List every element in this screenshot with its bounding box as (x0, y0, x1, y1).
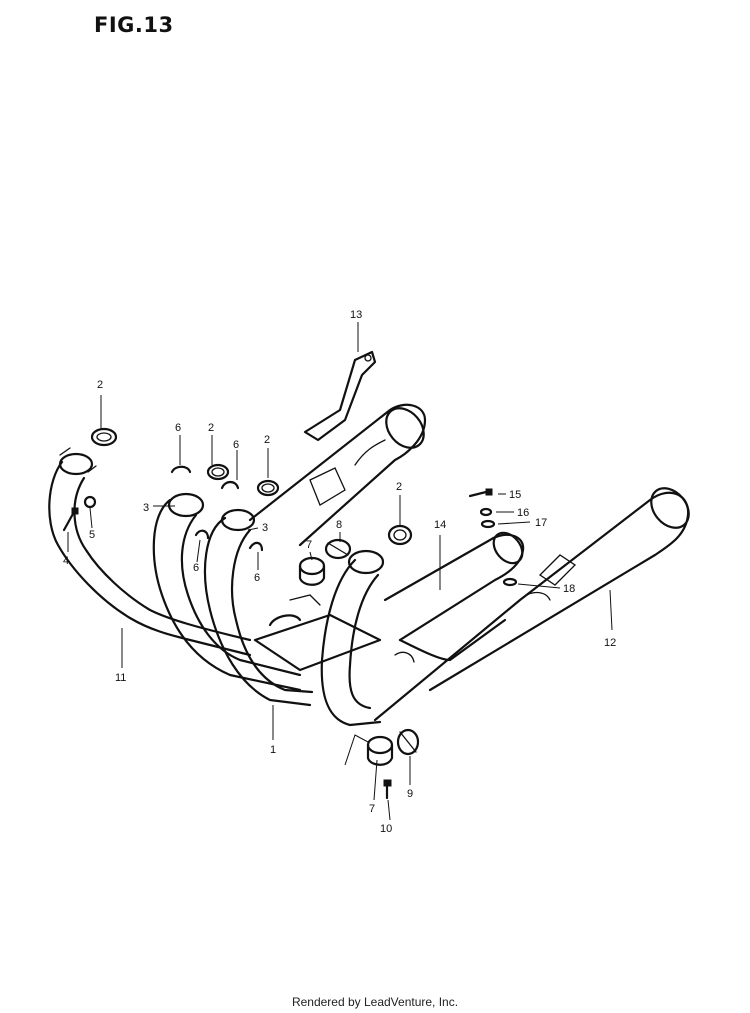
bolt-18 (502, 577, 518, 587)
half-ring-6b (220, 480, 240, 490)
collector-body (253, 594, 382, 672)
callout-17: 17 (535, 517, 547, 529)
callout-5: 5 (89, 529, 95, 541)
gasket-2b (206, 463, 230, 481)
callout-6c: 6 (193, 562, 199, 574)
callout-2d: 2 (396, 481, 402, 493)
joint-pipe-7b (366, 735, 394, 766)
callout-3b: 3 (262, 522, 268, 534)
exhaust-pipe-1 (203, 508, 314, 707)
callout-9: 9 (407, 788, 413, 800)
nut-5 (83, 495, 97, 509)
callout-13: 13 (350, 309, 362, 321)
exhaust-pipe-second (152, 492, 302, 692)
callout-6d: 6 (254, 572, 260, 584)
half-ring-6d (248, 541, 264, 552)
half-ring-6c (194, 529, 210, 540)
muffler-left (248, 403, 427, 547)
figure-title: FIG.13 (94, 13, 174, 37)
washer-16 (479, 507, 493, 517)
callout-2c: 2 (264, 434, 270, 446)
bracket-13 (303, 350, 377, 442)
gasket-2a (90, 427, 118, 447)
bolt-15 (468, 488, 493, 498)
callout-4: 4 (63, 555, 69, 567)
callout-7b: 7 (369, 803, 375, 815)
bolt-10 (383, 779, 392, 800)
callout-16: 16 (517, 507, 529, 519)
exhaust-pipe-rear (320, 549, 385, 727)
callout-10: 10 (380, 823, 392, 835)
muffler-14 (383, 531, 525, 663)
callout-12: 12 (604, 637, 616, 649)
gasket-2c (256, 479, 280, 497)
callout-2a: 2 (97, 379, 103, 391)
gasket-2d (387, 524, 413, 546)
clamp-9 (396, 728, 420, 756)
half-ring-6a (170, 465, 192, 474)
callout-7a: 7 (306, 539, 312, 551)
nut-17 (480, 519, 496, 529)
callout-1: 1 (270, 744, 276, 756)
callouts: 2 6 2 6 2 3 3 4 5 6 6 7 8 2 13 14 15 16 … (63, 309, 616, 835)
callout-8: 8 (336, 519, 342, 531)
leader-lines (67, 322, 613, 821)
footer-credit: Rendered by LeadVenture, Inc. (291, 995, 459, 1009)
stud-4 (62, 507, 79, 532)
muffler-12 (373, 487, 690, 722)
callout-15: 15 (509, 489, 521, 501)
clamp-8 (324, 538, 352, 560)
callout-2b: 2 (208, 422, 214, 434)
callout-14: 14 (434, 519, 446, 531)
callout-6a: 6 (175, 422, 181, 434)
callout-3a: 3 (143, 502, 149, 514)
exhaust-pipe-11 (48, 447, 252, 657)
callout-18: 18 (563, 583, 575, 595)
joint-pipe-7a (298, 556, 326, 586)
callout-6b: 6 (233, 439, 239, 451)
callout-11: 11 (115, 672, 126, 684)
